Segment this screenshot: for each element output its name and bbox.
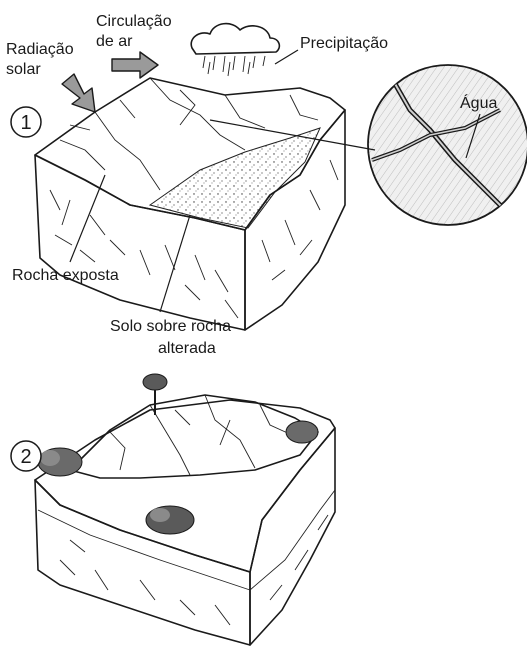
label-circulacao-line2: de ar [96, 33, 133, 50]
leader-rocha-exposta [70, 175, 105, 262]
label-circulacao-line1: Circulação [96, 13, 172, 30]
rain-cloud [191, 24, 279, 76]
block-1-exposed-rock [35, 78, 345, 330]
block-2-rock-texture [60, 515, 328, 625]
block-2-front-face [35, 480, 250, 645]
block-2-cracks [110, 395, 292, 475]
svg-text:2: 2 [20, 446, 31, 468]
block-2-rock-mound [70, 395, 318, 478]
leader-solo [160, 215, 190, 312]
label-radiacao-line2: solar [6, 61, 41, 78]
svg-text:1: 1 [20, 112, 31, 134]
solar-radiation-arrow [62, 74, 95, 112]
block-2-vegetated [35, 374, 335, 645]
shrub-right [286, 421, 318, 443]
label-radiacao-line1: Radiação [6, 41, 74, 58]
stage-1-marker: 1 [11, 107, 41, 137]
label-rocha-exposta: Rocha exposta [12, 267, 119, 284]
air-circulation-arrow [112, 52, 158, 78]
block-2-right-face [250, 428, 335, 645]
label-solo-line2: alterada [158, 340, 216, 357]
label-precipitacao: Precipitação [300, 35, 388, 52]
label-solo-line1: Solo sobre rocha [110, 318, 231, 335]
shrub-left [38, 448, 82, 476]
magnified-crack-inset [368, 65, 527, 225]
shrub-center [146, 506, 194, 534]
stage-2-marker: 2 [11, 441, 41, 471]
label-agua: Água [460, 93, 497, 112]
leader-precipitation [275, 50, 298, 64]
